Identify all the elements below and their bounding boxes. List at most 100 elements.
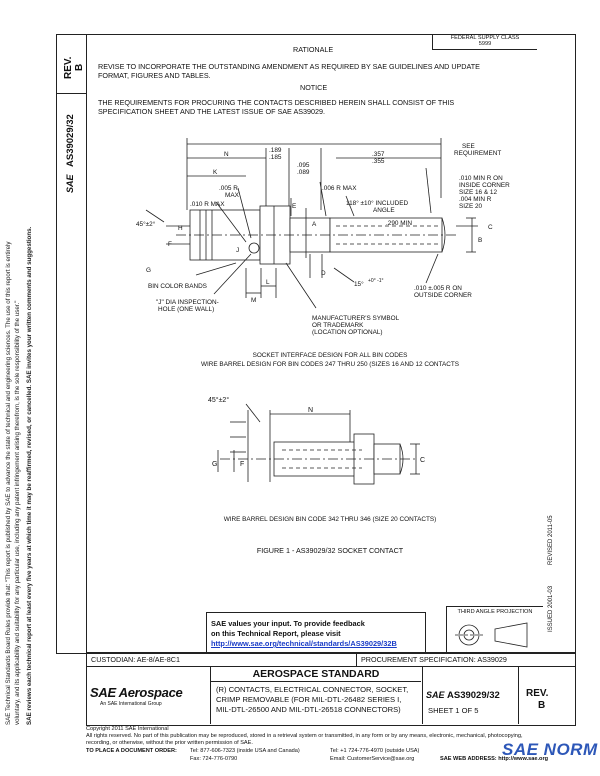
feedback-box: SAE values your input. To provide feedba… [206, 612, 426, 653]
notice-text-2: SPECIFICATION SHEET AND THE LATEST ISSUE… [98, 107, 326, 116]
notice-title: NOTICE [300, 83, 328, 92]
copyright-2: All rights reserved. No part of this pub… [86, 733, 523, 739]
corner-3: SIZE 16 & 12 [459, 189, 497, 196]
dim-a: A [312, 221, 317, 228]
feedback-line-2: on this Technical Report, please visit [211, 629, 341, 638]
title-block [86, 666, 576, 726]
inspection-hole [248, 242, 260, 254]
dim-k: K [213, 169, 218, 176]
dim-e: E [292, 203, 296, 210]
notice-text-1: THE REQUIREMENTS FOR PROCURING THE CONTA… [98, 98, 455, 107]
custodian: CUSTODIAN: AE-8/AE-8C1 [91, 655, 180, 664]
caption-3: WIRE BARREL DESIGN BIN CODE 342 THRU 346… [223, 516, 437, 523]
bin-bands: BIN COLOR BANDS [148, 283, 207, 290]
legal-line-1: SAE Technical Standards Board Rules prov… [5, 241, 12, 726]
legal-line-2: voluntary, and its applicability and sui… [14, 300, 21, 725]
fsc-line-2: 5999 [478, 41, 492, 47]
desc-1: (R) CONTACTS, ELECTRICAL CONNECTOR, SOCK… [216, 685, 409, 694]
email[interactable]: Email: CustomerService@sae.org [330, 756, 415, 762]
fig2-n: N [308, 407, 313, 414]
caption-1: SOCKET INTERFACE DESIGN FOR ALL BIN CODE… [252, 352, 408, 359]
procurement: PROCUREMENT SPECIFICATION: AS39029 [361, 655, 507, 664]
corner-4: .004 MIN R [459, 196, 492, 203]
title-underline [211, 681, 421, 682]
angle-15-tol: +0° -1° [368, 278, 384, 284]
footer-doc-id: AS39029/32 [447, 690, 500, 701]
side-sae-mark: SAE [65, 174, 75, 193]
corner-2: INSIDE CORNER [459, 182, 510, 189]
dim-357: .357 [372, 151, 385, 158]
dim-n: N [224, 151, 229, 158]
j-dia-2: HOLE (ONE WALL) [158, 306, 214, 313]
side-rev-value: B [74, 63, 85, 71]
angle-45: 45°±2° [136, 220, 156, 228]
footer-sheet: SHEET 1 OF 5 [428, 706, 479, 715]
dim-b: B [478, 237, 482, 244]
dim-089: .089 [297, 169, 310, 176]
see-req-2: REQUIREMENT [454, 150, 501, 157]
legal-line-3: SAE reviews each technical report at lea… [26, 226, 33, 725]
procurement-row: PROCUREMENT SPECIFICATION: AS39029 [356, 652, 576, 667]
std-title: AEROSPACE STANDARD [252, 668, 380, 680]
mfr-3: (LOCATION OPTIONAL) [312, 329, 383, 336]
dim-m: M [251, 297, 256, 304]
side-rev-box: REV. B [57, 35, 87, 94]
dim-f: F [168, 241, 172, 248]
footer-rev-label: REV. [526, 688, 549, 699]
drawing-frame [86, 34, 576, 654]
web-address[interactable]: SAE WEB ADDRESS: http://www.sae.org [440, 756, 549, 762]
r006: .006 R MAX [322, 185, 357, 192]
dim-g: G [146, 267, 151, 274]
fsc-stamp: FEDERAL SUPPLY CLASS 5999 [432, 34, 537, 50]
fsc-line-1: FEDERAL SUPPLY CLASS [450, 35, 520, 41]
corner-1: .010 MIN R ON [459, 175, 503, 182]
min290: .290 MIN [386, 220, 412, 227]
side-doc-id: AS39029/32 [65, 114, 76, 167]
see-req-1: SEE [462, 143, 475, 150]
r005-2: MAX [225, 192, 240, 199]
title-divider-1 [210, 666, 211, 724]
dim-c: C [488, 224, 493, 231]
projection-box: THIRD ANGLE PROJECTION [446, 606, 543, 653]
figure-title: FIGURE 1 - AS39029/32 SOCKET CONTACT [256, 546, 404, 555]
socket-contact-drawing: N K .189 .185 .095 .089 .357 .355 SEE RE… [136, 138, 510, 336]
fig2-angle: 45°±2° [208, 396, 229, 404]
dim-355: .355 [372, 158, 385, 165]
desc-2: CRIMP REMOVABLE (FOR MIL-DTL-26482 SERIE… [216, 695, 402, 704]
outside-2: OUTSIDE CORNER [414, 292, 472, 299]
logo-sub: An SAE International Group [100, 701, 162, 707]
tel-2: Tel: +1 724-776-4970 (outside USA) [330, 748, 420, 754]
dim-j: J [236, 247, 239, 254]
revised-date: REVISED 2011-05 [548, 515, 554, 565]
outside-1: .010 ±.005 R ON [414, 285, 462, 292]
custodian-row: CUSTODIAN: AE-8/AE-8C1 [86, 652, 357, 667]
issued-date: ISSUED 2001-03 [548, 585, 554, 632]
copyright-3: recording, or otherwise, without the pri… [86, 740, 253, 746]
order-label: TO PLACE A DOCUMENT ORDER: [86, 748, 177, 754]
dim-189: .189 [269, 147, 282, 154]
fax: Fax: 724-776-0790 [190, 756, 238, 762]
corner-5: SIZE 20 [459, 203, 483, 210]
angle118-1: 118° ±10° INCLUDED [346, 199, 409, 207]
desc-3: MIL-DTL-26500 AND MIL-DTL-26518 CONNECTO… [216, 705, 401, 714]
footer-sae-mark: SAE [426, 690, 445, 700]
dim-185: .185 [269, 154, 282, 161]
sae-norm-watermark: SAE NORM [502, 740, 598, 759]
side-rev-label: REV. [63, 56, 74, 79]
feedback-link[interactable]: http://www.sae.org/technical/standards/A… [211, 639, 397, 648]
j-dia-1: "J" DIA INSPECTION- [156, 299, 219, 306]
rationale-text-2: FORMAT, FIGURES AND TABLES. [98, 71, 211, 80]
dim-h: H [178, 225, 183, 232]
logo-main: SAE Aerospace [90, 685, 183, 700]
dim-095: .095 [297, 162, 310, 169]
title-divider-3 [518, 666, 519, 724]
r010: .010 R MAX [190, 201, 225, 208]
mfr-1: MANUFACTURER'S SYMBOL [312, 315, 400, 322]
dim-d: D [321, 270, 326, 277]
angle118-2: ANGLE [373, 207, 395, 214]
caption-2: WIRE BARREL DESIGN FOR BIN CODES 247 THR… [200, 361, 460, 368]
sae-aerospace-logo: SAE Aerospace An SAE International Group [90, 685, 206, 707]
projection-symbol [455, 622, 528, 648]
footer-rev-value: B [538, 700, 546, 711]
fig2-g: G [212, 461, 217, 468]
